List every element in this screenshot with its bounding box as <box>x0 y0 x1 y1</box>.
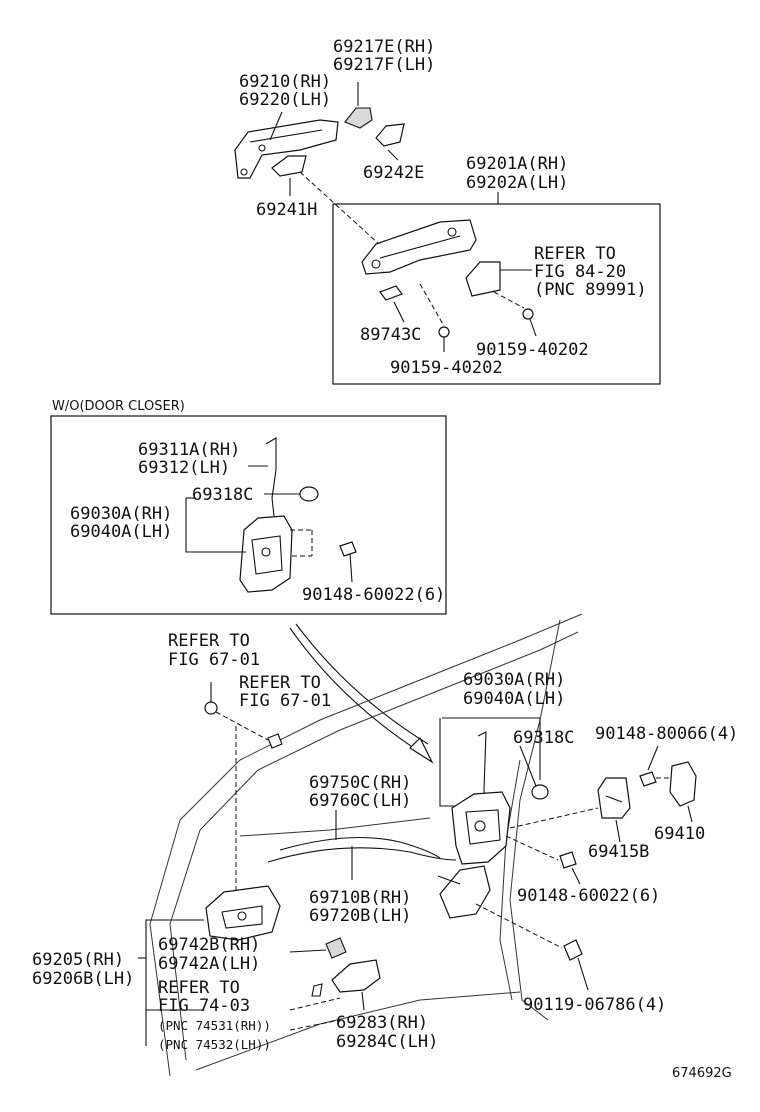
handle-cover-part <box>344 107 373 129</box>
direction-arrow <box>289 627 421 753</box>
screw-a-part <box>438 326 450 338</box>
main-lock-group <box>138 682 697 1046</box>
frame-assembly-group <box>361 219 537 352</box>
label-handle-cover-lh: 69217F(LH) <box>333 55 435 75</box>
label-lock-main-lh: 69040A(LH) <box>463 689 565 709</box>
label-screw-striker: 90148-80066(4) <box>595 724 738 744</box>
label-outer-handle-rh: 69210(RH) <box>239 72 331 92</box>
label-pnc-74531: (PNC 74531(RH)) <box>158 1018 271 1033</box>
figure-id: 674692G <box>672 1066 732 1081</box>
label-inner-handle-lh: 69206B(LH) <box>32 969 134 989</box>
label-screw-top-bottom: 90159-40202 <box>390 358 503 378</box>
label-striker: 69410 <box>654 824 705 844</box>
label-refer-67a-2: FIG 67-01 <box>168 650 260 670</box>
inset-lock-group <box>185 437 357 593</box>
label-grommet-main: 69318C <box>513 728 574 748</box>
label-refer-84-1: REFER TO <box>534 244 616 264</box>
inner-handle-part <box>205 885 281 941</box>
clip-top-part <box>204 701 218 715</box>
label-bezel-lh: 69742A(LH) <box>158 954 260 974</box>
bolt-main-part <box>563 939 583 961</box>
label-pad-rear: 69242E <box>363 163 424 183</box>
label-striker-plate: 69415B <box>588 842 649 862</box>
lock-inset-part <box>239 515 293 593</box>
label-pad-front: 69241H <box>256 200 317 220</box>
lock-cylinder-part <box>465 261 501 297</box>
pad-rear-part <box>375 123 405 147</box>
cable-b-part <box>279 837 441 859</box>
label-refer-84-3: (PNC 89991) <box>534 280 647 300</box>
rod-part <box>265 437 277 517</box>
bezel-part <box>325 937 347 959</box>
label-bolt-main: 90119-06786(4) <box>523 995 666 1015</box>
label-refer-67b-2: FIG 67-01 <box>239 691 331 711</box>
label-screw-main: 90148-60022(6) <box>517 886 660 906</box>
label-cable2-lh: 69720B(LH) <box>309 906 411 926</box>
label-handle-cover-rh: 69217E(RH) <box>333 37 435 57</box>
label-frame-lh: 69202A(LH) <box>466 173 568 193</box>
label-cover-rh: 69283(RH) <box>336 1013 428 1033</box>
label-clip-89743: 89743C <box>360 325 421 345</box>
striker-part <box>669 761 697 807</box>
label-wo-door-closer: W/O(DOOR CLOSER) <box>52 399 185 414</box>
label-cover-lh: 69284C(LH) <box>336 1032 438 1052</box>
lock-main-part <box>451 791 511 865</box>
cable-a-part <box>267 847 457 863</box>
label-cable-rh: 69750C(RH) <box>309 773 411 793</box>
label-refer-84-2: FIG 84-20 <box>534 262 626 282</box>
screw-main-part <box>559 851 577 869</box>
striker-screw-part <box>639 771 657 787</box>
grommet-inset-part <box>299 486 319 502</box>
clip-part <box>379 285 403 301</box>
inset-box <box>50 415 447 615</box>
actuator-part <box>439 865 491 919</box>
screw-inset-part <box>339 541 357 557</box>
label-refer-74-1: REFER TO <box>158 978 240 998</box>
striker-plate-part <box>597 777 631 819</box>
cover-part <box>331 959 381 993</box>
frame-assembly-box <box>332 203 661 385</box>
label-lock-main-rh: 69030A(RH) <box>463 670 565 690</box>
label-screw-top-right: 90159-40202 <box>476 340 589 360</box>
label-inner-handle-rh: 69205(RH) <box>32 950 124 970</box>
label-cable2-rh: 69710B(RH) <box>309 888 411 908</box>
label-rod-rh: 69311A(RH) <box>138 440 240 460</box>
label-lock-inset-rh: 69030A(RH) <box>70 504 172 524</box>
outside-handle-group <box>234 82 405 246</box>
clip-top2-part <box>267 733 283 749</box>
label-frame-rh: 69201A(RH) <box>466 154 568 174</box>
label-refer-74-2: FIG 74-03 <box>158 996 250 1016</box>
label-outer-handle-lh: 69220(LH) <box>239 90 331 110</box>
label-refer-67a-1: REFER TO <box>168 631 250 651</box>
outer-handle-part <box>234 119 339 179</box>
label-screw-inset: 90148-60022(6) <box>302 585 445 605</box>
label-lock-inset-lh: 69040A(LH) <box>70 522 172 542</box>
label-rod-lh: 69312(LH) <box>138 458 230 478</box>
label-pnc-74532: (PNC 74532(LH)) <box>158 1037 271 1052</box>
grommet-main-part <box>531 784 549 800</box>
pad-front-part <box>271 155 307 177</box>
screw-b-part <box>522 308 534 320</box>
label-cable-lh: 69760C(LH) <box>309 791 411 811</box>
label-refer-67b-1: REFER TO <box>239 673 321 693</box>
label-bezel-rh: 69742B(RH) <box>158 935 260 955</box>
label-grommet-inset: 69318C <box>192 485 253 505</box>
